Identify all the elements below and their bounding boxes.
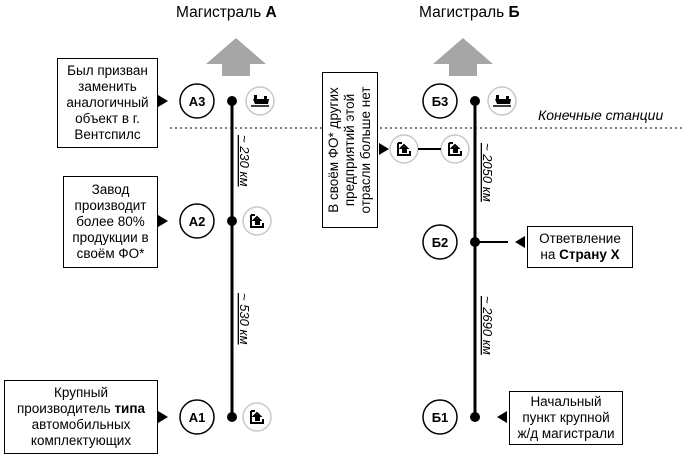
note-line: на Страну X — [540, 247, 619, 263]
note-line: отрасли больше нет — [358, 86, 373, 214]
note-line: объект в г. — [75, 111, 140, 126]
note-a3: Был призван заменить аналогичный объект … — [57, 58, 158, 148]
note-line: пункт крупной — [522, 410, 610, 425]
line-a-direction-arrow — [206, 38, 266, 76]
line-b-station-dot — [470, 412, 480, 422]
note-line: продукции в — [72, 230, 149, 245]
note-line: автомобильных — [31, 417, 131, 432]
note-a3-pointer — [158, 95, 168, 107]
note-a1-pointer — [158, 411, 168, 423]
note-b2-pointer — [515, 236, 525, 248]
ship-icon — [487, 86, 517, 116]
note-vertical: В своём ФО* других предприятий этой отра… — [322, 72, 378, 228]
station-b3: Б3 — [422, 83, 458, 119]
factory-icon — [440, 134, 470, 164]
station-a2: А2 — [179, 203, 215, 239]
note-bold-text: типа — [114, 401, 146, 416]
line-b-title: Магистраль Б — [419, 4, 520, 22]
station-b1: Б1 — [422, 399, 458, 435]
ship-icon — [245, 86, 275, 116]
station-label: Б1 — [432, 410, 449, 425]
note-line: заменить — [78, 79, 137, 94]
note-b1-pointer — [497, 411, 507, 423]
distance-label: ~ 2050 км — [480, 143, 495, 202]
note-line: Крупный — [54, 385, 108, 400]
note-a2-pointer — [158, 215, 168, 227]
line-b-direction-arrow — [433, 38, 493, 76]
note-line: комплектующих — [30, 433, 132, 448]
station-label: Б3 — [432, 94, 449, 109]
note-vertical-pointer — [379, 143, 389, 155]
line-a-station-dot — [227, 412, 237, 422]
line-a-station-dot — [227, 216, 237, 226]
factory-icon — [242, 206, 272, 236]
line-b-station-dot — [470, 96, 480, 106]
note-line: своём ФО* — [76, 246, 145, 261]
note-bold-text: Страну X — [559, 247, 620, 262]
line-title-prefix: Магистраль — [176, 4, 262, 21]
note-line: предприятий этой — [342, 93, 357, 207]
station-label: Б2 — [432, 235, 449, 250]
note-a2: Завод производит более 80% продукции в с… — [63, 176, 158, 268]
note-text: производитель — [16, 401, 115, 416]
station-b2: Б2 — [422, 224, 458, 260]
line-title-prefix: Магистраль — [419, 4, 505, 21]
note-a1: Крупный производитель типа автомобильных… — [4, 380, 158, 454]
note-line: производитель типа — [17, 401, 145, 417]
line-title-letter: Б — [508, 4, 520, 21]
note-b2: Ответвление на Страну X — [527, 226, 633, 268]
note-line: ж/д магистрали — [517, 426, 615, 441]
factory-icon — [242, 402, 272, 432]
note-line: Вентспилс — [74, 127, 141, 142]
note-b1: Начальный пункт крупной ж/д магистрали — [509, 391, 623, 445]
distance-label: ~ 2690 км — [480, 296, 495, 355]
distance-label: ~ 530 км — [237, 293, 252, 345]
note-line: Ответвление — [539, 231, 621, 246]
station-a1: А1 — [179, 399, 215, 435]
note-line: более 80% — [76, 214, 145, 229]
note-vertical-text: В своём ФО* других предприятий этой отра… — [326, 74, 374, 226]
note-line: Начальный — [530, 394, 602, 409]
line-title-letter: А — [265, 4, 277, 21]
station-label: А3 — [189, 94, 206, 109]
distance-label: ~ 230 км — [237, 135, 252, 187]
terminal-label: Конечные станции — [538, 107, 663, 123]
line-a-title: Магистраль А — [176, 4, 277, 22]
note-text: на — [540, 247, 560, 262]
factory-icon — [389, 134, 419, 164]
note-line: Завод — [91, 182, 130, 197]
note-line: Был призван — [67, 63, 148, 78]
station-label: А2 — [189, 214, 206, 229]
note-line: производит — [74, 198, 147, 213]
line-a-station-dot — [227, 96, 237, 106]
note-line: В своём ФО* других — [326, 87, 341, 213]
station-a3: А3 — [179, 83, 215, 119]
note-line: аналогичный — [66, 95, 149, 110]
station-label: А1 — [189, 410, 206, 425]
